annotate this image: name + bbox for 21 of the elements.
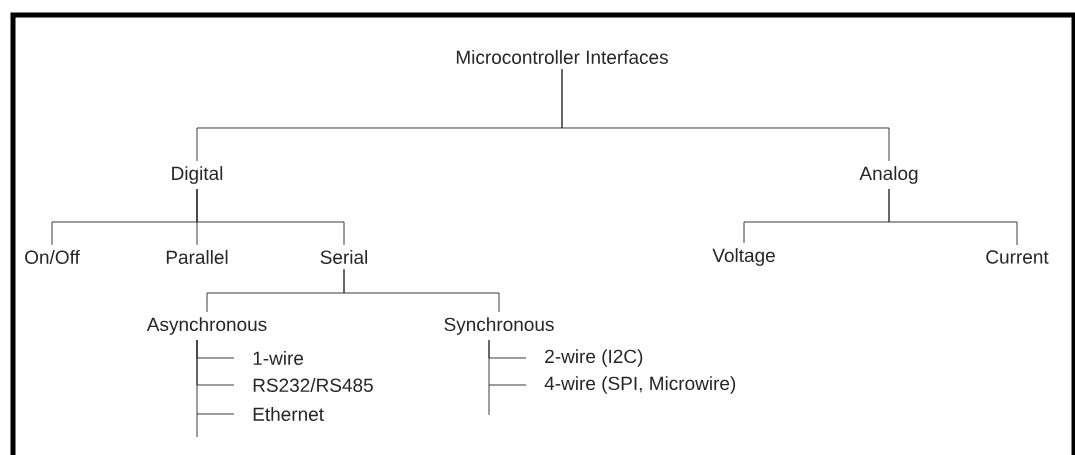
tree-label: 2-wire (I2C)	[545, 349, 643, 367]
tree-label: Synchronous	[444, 317, 554, 335]
tree-label: Asynchronous	[146, 317, 267, 335]
tree-label: Serial	[320, 250, 367, 264]
tree-label: RS232/RS485	[253, 378, 373, 392]
tree-label: Analog	[859, 166, 918, 184]
tree-label: Voltage	[712, 248, 775, 266]
tree-label: Microcontroller Interfaces	[456, 50, 668, 64]
connector-line	[343, 268, 500, 313]
tree-label: Ethernet	[253, 407, 324, 421]
tree-label: Digital	[172, 166, 223, 184]
connector-line	[888, 188, 1018, 246]
tree-label: Current	[986, 250, 1049, 264]
tree-label: On/Off	[25, 250, 80, 264]
tree-label: 1-wire	[253, 351, 304, 365]
connector-line	[561, 68, 890, 162]
connector-line	[196, 188, 345, 246]
tree-label: 4-wire (SPI, Microwire)	[544, 376, 736, 394]
connector-line	[196, 339, 235, 415]
connector-line	[488, 339, 527, 386]
tree-label: Parallel	[166, 250, 228, 264]
